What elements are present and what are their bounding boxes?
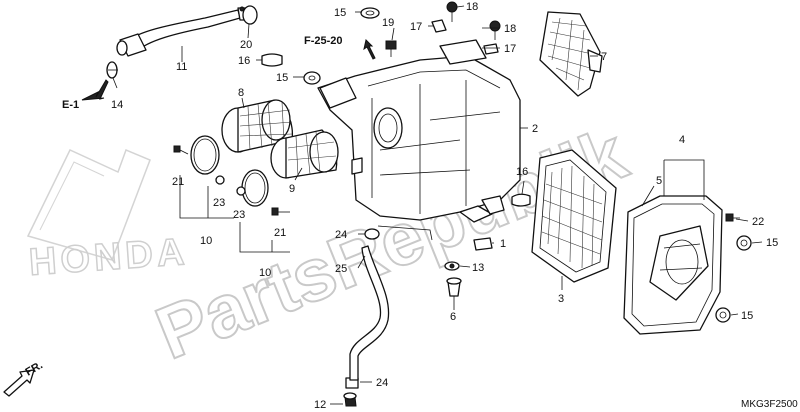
callout-24-top[interactable]: 24 — [335, 229, 347, 241]
callout-9[interactable]: 9 — [289, 183, 295, 195]
part-16-grommet-right[interactable] — [511, 193, 531, 207]
callout-5[interactable]: 5 — [656, 175, 662, 187]
part-23-nut-left[interactable] — [215, 175, 225, 185]
part-10-clamp-right[interactable] — [241, 169, 269, 207]
part-6-drain-plug[interactable] — [446, 277, 462, 297]
part-4-air-cleaner-cover[interactable] — [623, 195, 723, 335]
e1-reference-arrow-icon — [81, 79, 109, 101]
callout-3[interactable]: 3 — [558, 293, 564, 305]
part-23-nut-right[interactable] — [236, 186, 246, 196]
leader-lines — [112, 5, 763, 405]
part-13-clip[interactable] — [444, 261, 460, 271]
part-11-breather-tube[interactable] — [116, 7, 253, 57]
part-9-air-funnel[interactable] — [270, 129, 339, 179]
callout-2[interactable]: 2 — [532, 123, 538, 135]
honda-watermark: HONDA — [26, 149, 190, 285]
callout-23-right[interactable]: 23 — [233, 209, 245, 221]
callout-4[interactable]: 4 — [679, 134, 685, 146]
callout-15-top[interactable]: 15 — [334, 7, 346, 19]
callout-6[interactable]: 6 — [450, 311, 456, 323]
part-17-nut-top[interactable] — [431, 19, 447, 33]
callout-16-left[interactable]: 16 — [238, 55, 250, 67]
callout-11[interactable]: 11 — [176, 61, 187, 73]
part-22-screw[interactable] — [725, 213, 740, 222]
part-17-nut-mid[interactable] — [483, 43, 499, 55]
ref-e-1[interactable]: E-1 — [62, 99, 79, 111]
callout-8[interactable]: 8 — [238, 87, 244, 99]
part-2-air-cleaner-housing[interactable] — [317, 39, 521, 223]
callout-23-left[interactable]: 23 — [213, 197, 225, 209]
part-3-air-element[interactable] — [531, 149, 617, 283]
part-14-clip[interactable] — [106, 61, 118, 79]
part-21-screw-left[interactable] — [173, 145, 189, 155]
callout-1[interactable]: 1 — [500, 238, 506, 250]
part-16-grommet-left[interactable] — [261, 53, 283, 67]
part-12-drain-cap[interactable] — [343, 392, 357, 407]
callout-13[interactable]: 13 — [472, 262, 484, 274]
callout-19[interactable]: 19 — [382, 17, 394, 29]
callout-12[interactable]: 12 — [314, 399, 326, 411]
callout-18-top[interactable]: 18 — [466, 1, 478, 13]
callout-17-top[interactable]: 17 — [410, 21, 422, 33]
f2520-reference-arrow-icon — [363, 39, 376, 60]
callout-10-right[interactable]: 10 — [259, 267, 271, 279]
part-15-grommet-right-2[interactable] — [715, 307, 731, 323]
part-7-intake-duct[interactable] — [539, 11, 603, 97]
callout-17-mid[interactable]: 17 — [504, 43, 516, 55]
ref-f-25-20[interactable]: F-25-20 — [304, 35, 343, 47]
callout-25[interactable]: 25 — [335, 263, 347, 275]
part-18-screw-mid[interactable] — [489, 20, 501, 40]
callout-21-right[interactable]: 21 — [274, 227, 286, 239]
part-19-bolt[interactable] — [385, 40, 397, 57]
part-1-grommet[interactable] — [473, 237, 493, 251]
part-15-grommet-right-1[interactable] — [736, 235, 752, 251]
part-25-drain-tube[interactable] — [349, 245, 390, 381]
callout-labels: 11 14 20 15 19 17 18 18 17 7 16 15 2 8 9… — [24, 1, 799, 411]
callout-21-left[interactable]: 21 — [172, 176, 184, 188]
part-10-clamp-left[interactable] — [190, 135, 220, 175]
honda-watermark-text: HONDA — [28, 231, 190, 284]
part-8-air-funnel[interactable] — [221, 99, 294, 153]
part-15-grommet-top[interactable] — [360, 7, 380, 19]
callout-14[interactable]: 14 — [111, 99, 123, 111]
diagram-code: MKG3F2500 — [741, 399, 798, 410]
callout-16-right[interactable]: 16 — [516, 166, 528, 178]
front-label: FR. — [24, 359, 45, 378]
part-21-screw-right[interactable] — [271, 207, 290, 216]
callout-15-right-1[interactable]: 15 — [766, 237, 778, 249]
part-18-screw-top[interactable] — [446, 1, 458, 22]
callout-24-bottom[interactable]: 24 — [376, 377, 388, 389]
callout-18-mid[interactable]: 18 — [504, 23, 516, 35]
callout-22[interactable]: 22 — [752, 216, 764, 228]
callout-15-right-2[interactable]: 15 — [741, 310, 753, 322]
callout-15-mid[interactable]: 15 — [276, 72, 288, 84]
callout-10-left[interactable]: 10 — [200, 235, 212, 247]
callout-20[interactable]: 20 — [240, 39, 252, 51]
part-15-grommet-mid[interactable] — [303, 71, 321, 85]
part-20-clamp[interactable] — [239, 5, 258, 25]
part-24-clip-top[interactable] — [364, 228, 380, 240]
front-direction-arrow — [3, 369, 35, 397]
callout-7[interactable]: 7 — [601, 51, 607, 63]
